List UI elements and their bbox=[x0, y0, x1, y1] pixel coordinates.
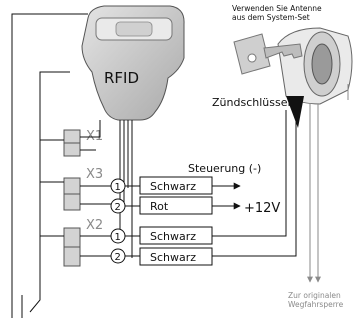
wire-2-color: Rot bbox=[150, 200, 169, 213]
destination-line2: Wegfahrsperre bbox=[288, 300, 344, 309]
pin-1: 1 bbox=[110, 178, 126, 194]
ignition-key-label: Zündschlüssel bbox=[212, 96, 291, 109]
antenna-reader bbox=[277, 27, 353, 128]
plus12-label: +12V bbox=[244, 201, 280, 216]
connector-x2-label: X2 bbox=[86, 218, 103, 233]
control-label: Steuerung (-) bbox=[188, 162, 261, 175]
connector-x3: X3 bbox=[63, 167, 103, 211]
connector-x2: X2 bbox=[63, 218, 103, 267]
key-label: RFID bbox=[104, 69, 139, 87]
pin-3-number: 1 bbox=[115, 232, 121, 243]
antenna-wires bbox=[212, 110, 297, 257]
pin-4: 2 bbox=[110, 248, 126, 264]
destination-arrows bbox=[307, 84, 349, 283]
frame-lines bbox=[11, 13, 88, 318]
ignition-key bbox=[233, 33, 303, 75]
destination-line1: Zur originalen bbox=[288, 291, 341, 300]
antenna-note-line1: Verwenden Sie Antenne bbox=[232, 4, 322, 13]
pin-3: 1 bbox=[110, 228, 126, 244]
rfid-key: RFID bbox=[81, 5, 185, 121]
wire-box-3: Schwarz bbox=[125, 226, 213, 245]
connector-x3-label: X3 bbox=[86, 167, 103, 182]
pin-4-number: 2 bbox=[115, 252, 121, 263]
wire-4-color: Schwarz bbox=[150, 251, 196, 264]
wire-box-4: Schwarz bbox=[125, 247, 213, 266]
connector-wires bbox=[40, 120, 112, 257]
wire-box-1: Schwarz bbox=[125, 176, 241, 195]
pin-1-number: 1 bbox=[115, 182, 121, 193]
pin-2: 2 bbox=[110, 198, 126, 214]
wire-3-color: Schwarz bbox=[150, 230, 196, 243]
wire-1-color: Schwarz bbox=[150, 180, 196, 193]
antenna-note-line2: aus dem System-Set bbox=[232, 13, 310, 22]
connector-x1: X1 bbox=[63, 129, 103, 157]
wire-box-2: Rot bbox=[125, 196, 241, 215]
pin-2-number: 2 bbox=[115, 202, 121, 213]
